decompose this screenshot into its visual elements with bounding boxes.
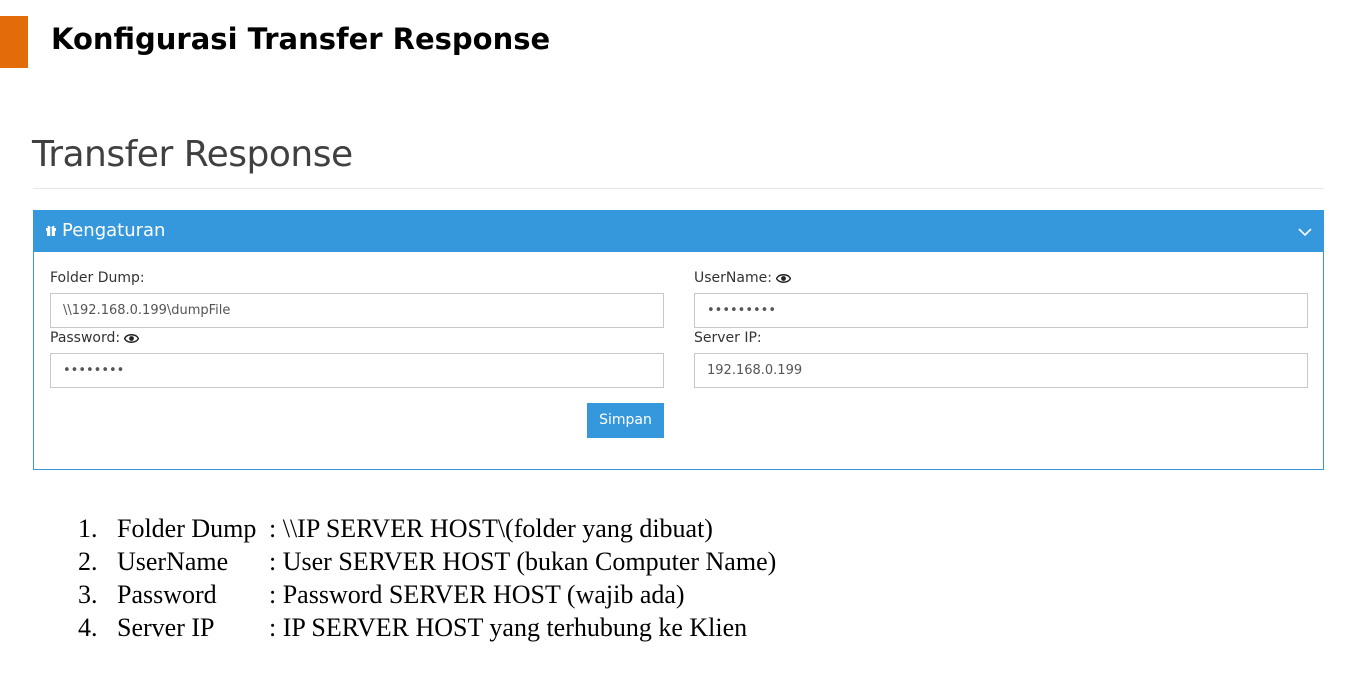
list-term: Password — [117, 580, 217, 609]
page-heading: Transfer Response — [32, 134, 353, 175]
list-number: 4. — [78, 613, 98, 642]
list-number: 1. — [78, 514, 98, 543]
list-term: Folder Dump — [117, 514, 257, 543]
chevron-down-icon[interactable] — [1297, 224, 1313, 240]
server-ip-input[interactable]: 192.168.0.199 — [694, 353, 1308, 388]
list-description: : \\IP SERVER HOST\(folder yang dibuat) — [269, 514, 713, 543]
eye-icon[interactable] — [124, 333, 140, 344]
username-label-text: UserName: — [694, 270, 772, 286]
gift-icon — [46, 225, 56, 236]
settings-panel: Pengaturan Folder Dump: \\192.168.0.199\… — [33, 210, 1324, 470]
username-input[interactable]: ••••••••• — [694, 293, 1308, 328]
slide-title: Konfigurasi Transfer Response — [51, 22, 551, 56]
list-description: : Password SERVER HOST (wajib ada) — [269, 580, 685, 609]
folder-dump-input[interactable]: \\192.168.0.199\dumpFile — [50, 293, 664, 328]
folder-dump-label-text: Folder Dump: — [50, 270, 145, 286]
list-term: Server IP — [117, 613, 215, 642]
server-ip-label-text: Server IP: — [694, 330, 762, 346]
list-number: 3. — [78, 580, 98, 609]
list-description: : User SERVER HOST (bukan Computer Name) — [269, 547, 777, 576]
list-number: 2. — [78, 547, 98, 576]
folder-dump-label: Folder Dump: — [50, 270, 145, 286]
list-term: UserName — [117, 547, 229, 576]
username-label: UserName: — [694, 270, 791, 286]
list-description: : IP SERVER HOST yang terhubung ke Klien — [269, 613, 748, 642]
save-button[interactable]: Simpan — [587, 403, 664, 438]
panel-header[interactable]: Pengaturan — [34, 211, 1323, 252]
panel-title: Pengaturan — [62, 220, 166, 241]
password-input[interactable]: •••••••• — [50, 353, 664, 388]
title-accent-bar — [0, 16, 28, 68]
password-label: Password: — [50, 330, 140, 346]
heading-divider — [33, 188, 1324, 189]
password-label-text: Password: — [50, 330, 121, 346]
server-ip-label: Server IP: — [694, 330, 762, 346]
eye-icon[interactable] — [775, 273, 791, 284]
